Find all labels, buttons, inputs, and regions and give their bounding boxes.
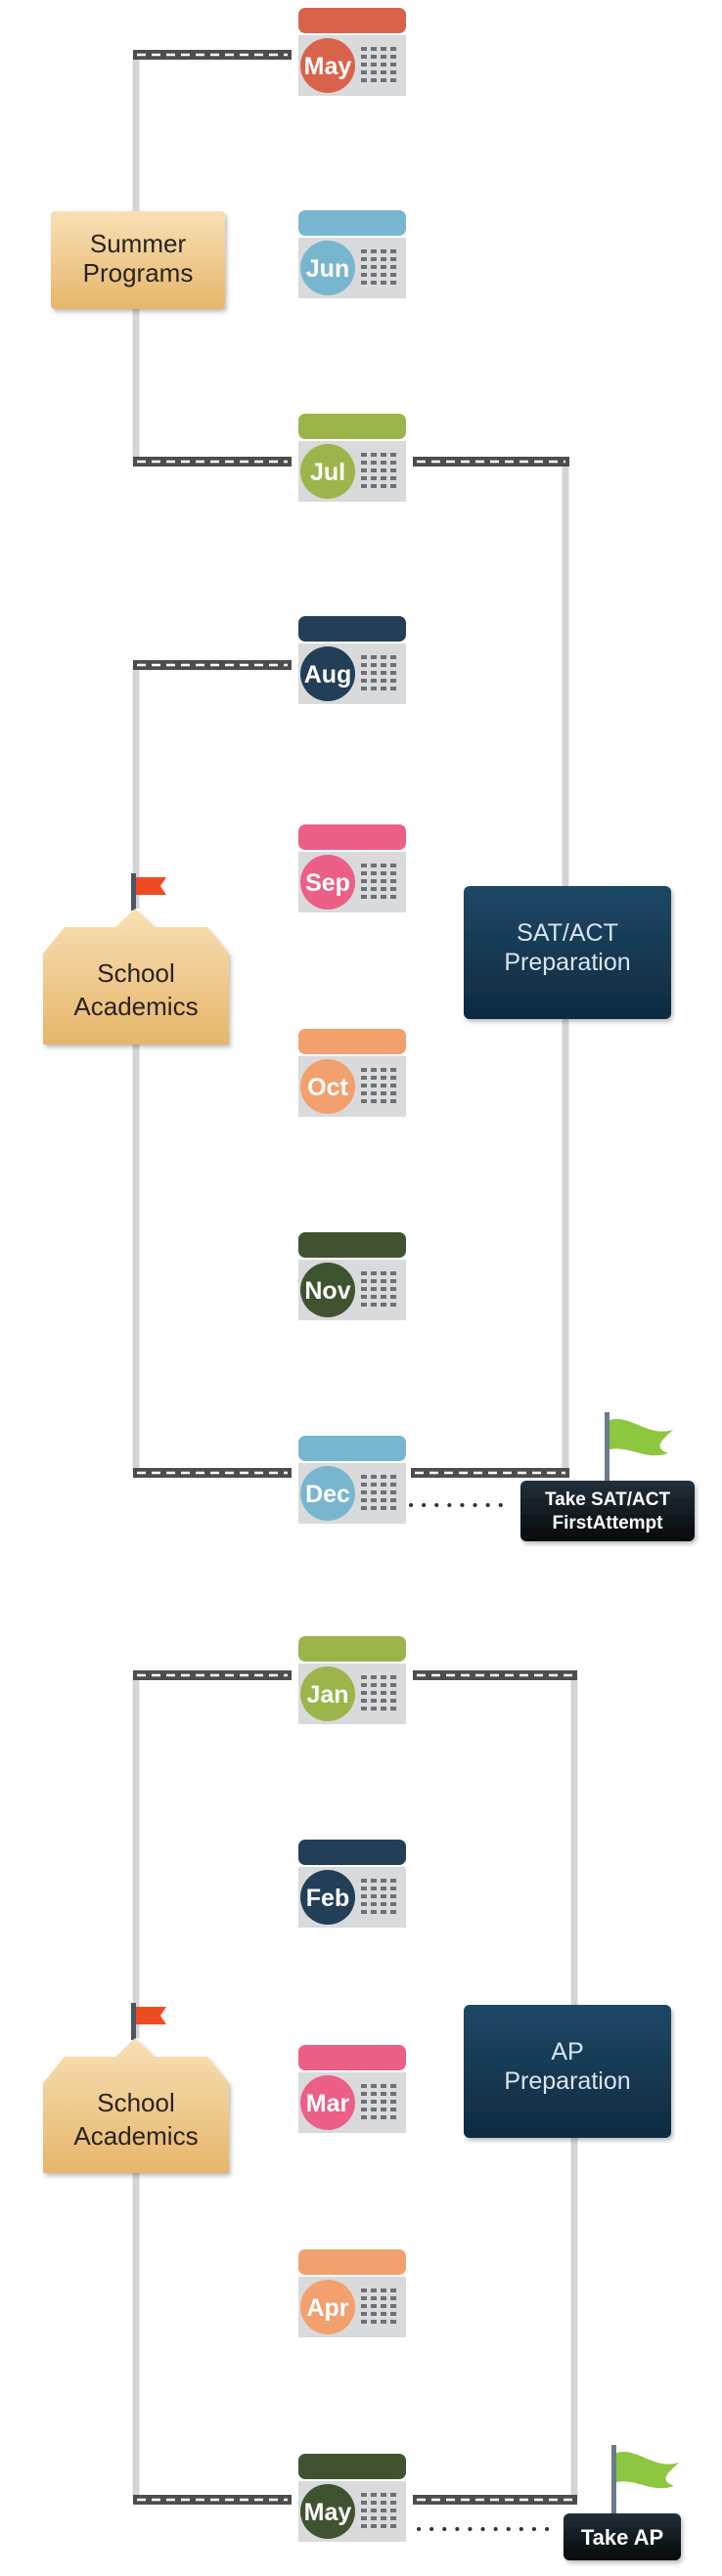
ap-prep-line2: Preparation	[504, 2067, 630, 2095]
month-label: Jul	[310, 459, 345, 486]
month-badge	[300, 444, 355, 499]
month-badge	[300, 1263, 355, 1317]
summer-programs-line1: Summer	[90, 229, 187, 258]
calendar-icon: May	[298, 8, 406, 96]
ap-preparation-box: AP Preparation	[464, 2005, 671, 2138]
school-academics-2-line2: Academics	[73, 2121, 198, 2151]
milestone-flag-icon	[611, 2445, 679, 2519]
milestone-flag-icon	[605, 1412, 673, 1483]
month-label: May	[304, 53, 352, 80]
connector-lines	[132, 55, 578, 2500]
school-flag-icon	[131, 873, 166, 910]
calendar-icon: Sep	[298, 824, 406, 912]
calendar-icon: Jul	[298, 414, 406, 502]
month-label: Jan	[306, 1681, 348, 1709]
month-badge	[300, 646, 355, 701]
month-label: Mar	[306, 2090, 350, 2117]
school-academics-1-line1: School	[97, 958, 175, 988]
school-academics-2-line1: School	[97, 2088, 175, 2117]
sat-prep-line2: Preparation	[504, 949, 630, 976]
sat-act-milestone: Take SAT/ACT FirstAttempt	[409, 1412, 695, 1541]
track-segment	[413, 1670, 577, 1680]
month-label: Aug	[304, 661, 352, 688]
school-academics-box-2: School Academics	[43, 2003, 229, 2173]
school-academics-1-line2: Academics	[73, 992, 198, 1021]
calendar-icon: Mar	[298, 2045, 406, 2133]
calendar-icon: Feb	[298, 1840, 406, 1928]
school-academics-box-1: School Academics	[43, 873, 229, 1044]
calendar-icon: May	[298, 2454, 406, 2542]
month-badge	[300, 1870, 355, 1925]
month-badge	[300, 855, 355, 910]
month-label: Oct	[307, 1074, 348, 1101]
ap-milestone-label: Take AP	[581, 2525, 663, 2550]
month-badge	[300, 241, 355, 295]
month-label: Nov	[304, 1277, 350, 1305]
calendar-icon: Aug	[298, 616, 406, 704]
track-segment	[133, 660, 292, 670]
track-segment	[133, 50, 292, 60]
month-label: Jun	[306, 255, 349, 283]
ap-milestone: Take AP	[417, 2445, 681, 2560]
track-segment	[413, 457, 569, 466]
month-label: May	[304, 2499, 352, 2526]
month-badge	[300, 2075, 355, 2130]
sat-act-preparation-box: SAT/ACT Preparation	[464, 886, 671, 1019]
sat-milestone-line2: FirstAttempt	[553, 1513, 664, 1533]
track-segment	[133, 457, 292, 466]
calendar-icon: Nov	[298, 1232, 406, 1320]
track-connectors	[133, 50, 577, 2505]
calendar-icon: Jun	[298, 210, 406, 298]
month-badge	[300, 38, 355, 93]
calendar-icon: Oct	[298, 1029, 406, 1117]
calendar-icon: Jan	[298, 1636, 406, 1724]
calendar-icon: Apr	[298, 2249, 406, 2337]
calendar-icon: Dec	[298, 1436, 406, 1524]
track-segment	[133, 2495, 292, 2505]
summer-programs-box: Summer Programs	[51, 211, 225, 309]
month-label: Dec	[305, 1481, 350, 1508]
month-badge	[300, 1059, 355, 1114]
school-flag-icon	[131, 2003, 166, 2040]
track-segment	[133, 1670, 292, 1680]
track-segment	[133, 1468, 292, 1478]
month-badge	[300, 1466, 355, 1521]
month-badge	[300, 2484, 355, 2539]
month-label: Apr	[306, 2294, 348, 2322]
month-label: Sep	[305, 869, 350, 897]
ap-prep-line1: AP	[551, 2038, 583, 2065]
sat-prep-line1: SAT/ACT	[517, 919, 618, 947]
month-label: Feb	[306, 1885, 349, 1912]
track-segment	[411, 1468, 569, 1478]
month-badge	[300, 1666, 355, 1721]
track-segment	[413, 2495, 577, 2505]
sat-milestone-line1: Take SAT/ACT	[545, 1489, 670, 1510]
summer-programs-line2: Programs	[83, 258, 194, 288]
month-badge	[300, 2280, 355, 2334]
